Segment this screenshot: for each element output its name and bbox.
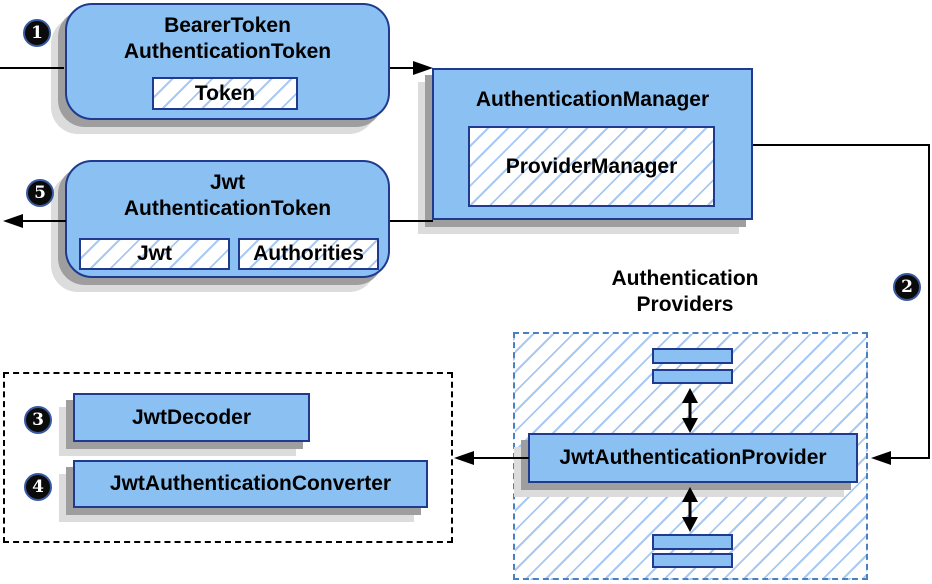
- node-jwt-authentication-provider-label: JwtAuthenticationProvider: [559, 446, 827, 469]
- label-authentication-providers: Authentication Providers: [611, 267, 759, 316]
- step-badge-3: 3: [24, 406, 52, 434]
- group-jwt-converters: [3, 372, 453, 543]
- step-badge-4: 4: [24, 473, 52, 501]
- node-jwt-decoder: JwtDecoder: [73, 393, 310, 442]
- provider-placeholder-top-1: [652, 348, 733, 364]
- field-authorities-label: Authorities: [253, 242, 364, 265]
- node-title: AuthenticationManager: [475, 88, 710, 111]
- provider-placeholder-bottom-1: [652, 534, 733, 550]
- node-authentication-manager: AuthenticationManager ProviderManager: [432, 68, 753, 220]
- step-badge-1: 1: [23, 19, 51, 47]
- provider-placeholder-bottom-2: [652, 553, 733, 568]
- node-title-line: AuthenticationToken: [123, 197, 332, 220]
- arrow-jwt-token-out: [3, 214, 66, 228]
- field-jwt: Jwt: [79, 238, 230, 270]
- field-authorities: Authorities: [238, 238, 379, 270]
- field-token: Token: [152, 77, 298, 110]
- step-badge-2: 2: [893, 273, 921, 301]
- node-title-line: BearerToken: [164, 14, 291, 37]
- node-jwt-authentication-converter: JwtAuthenticationConverter: [73, 460, 428, 508]
- field-jwt-label: Jwt: [136, 242, 172, 265]
- node-title-line: AuthenticationToken: [123, 40, 332, 63]
- node-jwt-authentication-provider: JwtAuthenticationProvider: [528, 433, 858, 483]
- field-token-label: Token: [194, 81, 256, 105]
- step-badge-5: 5: [26, 179, 54, 207]
- node-jwt-decoder-label: JwtDecoder: [131, 405, 252, 429]
- arrow-bearer-to-manager: [390, 61, 433, 75]
- provider-placeholder-top-2: [652, 369, 733, 384]
- node-title-line: Jwt: [209, 171, 245, 194]
- field-provider-manager: ProviderManager: [468, 126, 715, 207]
- node-jwt-authentication-token: Jwt AuthenticationToken Jwt Authorities: [65, 160, 390, 278]
- field-provider-manager-label: ProviderManager: [505, 154, 678, 178]
- node-jwt-authentication-converter-label: JwtAuthenticationConverter: [109, 472, 392, 495]
- node-bearer-token-authentication-token: BearerToken AuthenticationToken Token: [65, 3, 390, 120]
